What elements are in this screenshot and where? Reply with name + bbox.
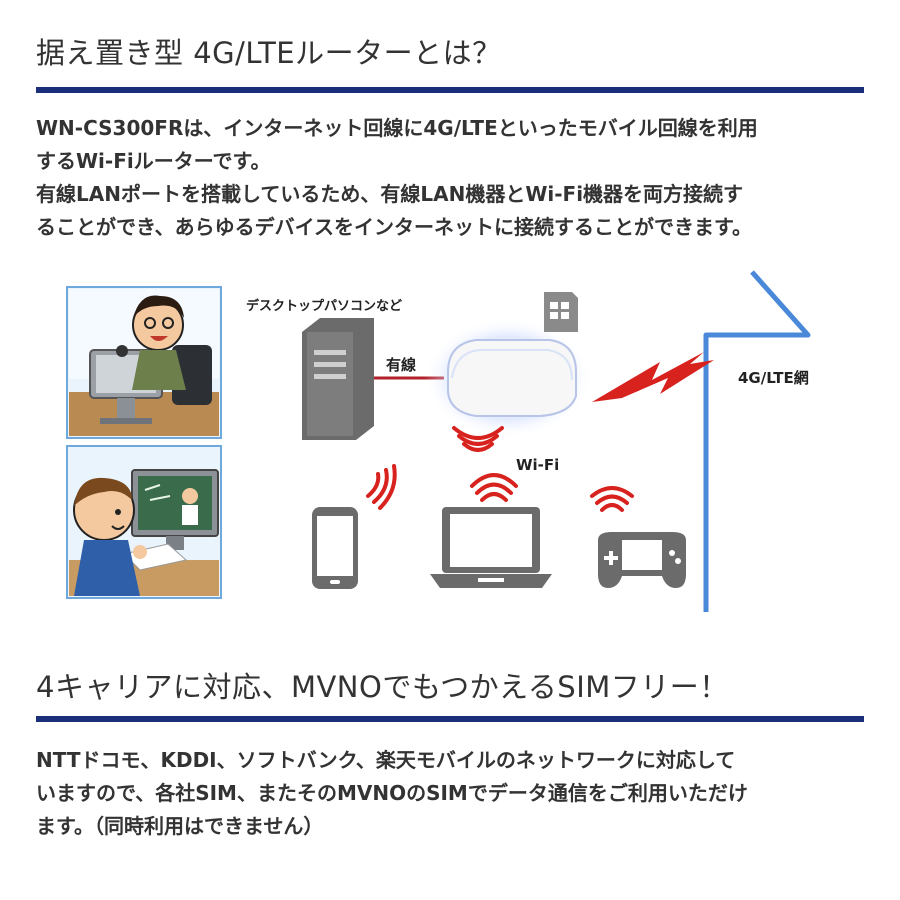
network-label: 4G/LTE網	[738, 369, 809, 387]
lightning-bolt-icon	[592, 352, 714, 402]
illustration-boy-studying	[66, 445, 222, 599]
section-title-simfree: 4キャリアに対応、MVNOでもつかえるSIMフリー！	[36, 670, 729, 704]
sim-card-icon	[544, 292, 578, 332]
wired-label: 有線	[386, 356, 416, 374]
description-line: NTTドコモ、KDDI、ソフトバンク、楽天モバイルのネットワークに対応して	[36, 748, 736, 772]
title-underline	[36, 716, 864, 722]
router-description: WN-CS300FRは、インターネット回線に4G/LTEといったモバイル回線を利…	[36, 112, 868, 244]
smartphone-icon	[312, 507, 358, 589]
wifi-label: Wi-Fi	[516, 456, 559, 474]
description-line: するWi-Fiルーターです。	[36, 149, 271, 173]
illustration-man-at-pc	[66, 286, 222, 439]
description-line: ます。（同時利用はできません）	[36, 814, 324, 838]
description-line: 有線LANポートを搭載しているため、有線LAN機器とWi-Fi機器を両方接続す	[36, 182, 744, 206]
router-icon	[424, 318, 592, 438]
desktop-pc-icon: デスクトップパソコンなど	[246, 298, 402, 440]
game-console-icon	[598, 532, 686, 588]
desktop-label: デスクトップパソコンなど	[246, 298, 402, 314]
description-line: WN-CS300FRは、インターネット回線に4G/LTEといったモバイル回線を利…	[36, 116, 758, 140]
smartphone-wifi-icon	[366, 464, 397, 510]
section-title-router: 据え置き型 4G/LTEルーターとは？	[36, 36, 502, 70]
router-wifi-waves-icon	[452, 426, 504, 452]
title-underline	[36, 87, 864, 93]
network-diagram: 4G/LTE網 デスクトップパソコンなど 有線 Wi-Fi	[66, 270, 811, 612]
network-boundary-line	[703, 270, 811, 612]
laptop-wifi-icon	[470, 473, 518, 502]
console-wifi-icon	[590, 486, 634, 512]
laptop-icon	[430, 507, 552, 588]
simfree-description: NTTドコモ、KDDI、ソフトバンク、楽天モバイルのネットワークに対応して いま…	[36, 744, 868, 843]
description-line: ることができ、あらゆるデバイスをインターネットに接続することができます。	[36, 215, 752, 239]
description-line: いますので、各社SIM、またそのMVNOのSIMでデータ通信をご利用いただけ	[36, 781, 748, 805]
